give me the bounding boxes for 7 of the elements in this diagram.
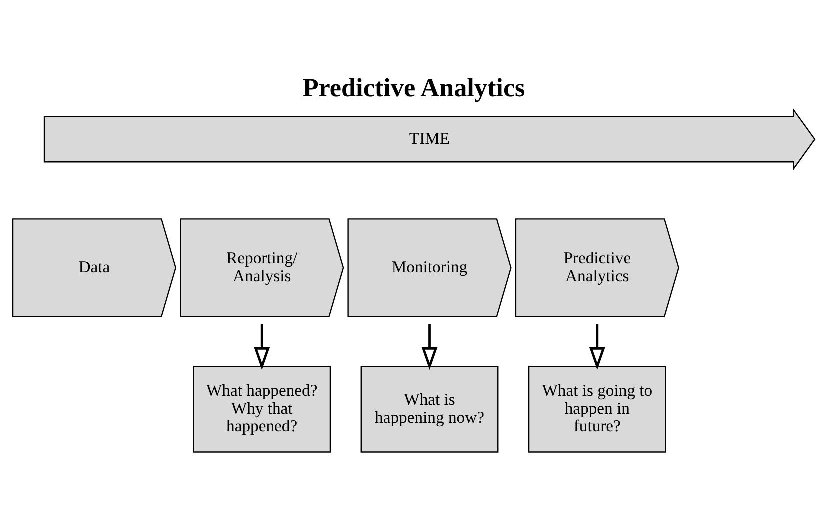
arrow xyxy=(589,324,606,370)
node-box: What is happening now? xyxy=(360,366,499,453)
node-box: What happened? Why that happened? xyxy=(193,366,332,453)
arrow xyxy=(254,324,270,370)
diagram-title: Predictive Analytics xyxy=(302,73,526,102)
node-box: What is going to happen in future? xyxy=(528,366,666,453)
arrow xyxy=(422,324,438,370)
